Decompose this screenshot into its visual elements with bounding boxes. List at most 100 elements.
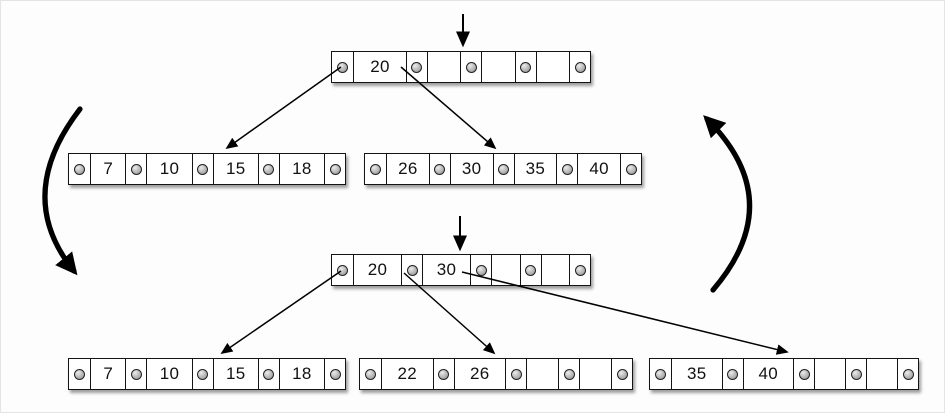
pointer-dot-icon	[655, 368, 666, 380]
pointer-dot-icon	[130, 163, 142, 175]
pointer-dot-icon	[574, 61, 586, 73]
pointer-dot-icon	[329, 368, 341, 380]
pointer-dot-icon	[525, 264, 537, 276]
link-before-root-to-left-child	[225, 66, 342, 150]
key-cell: 30	[449, 154, 493, 184]
key-cell: 10	[146, 359, 191, 389]
pointer-cell	[611, 359, 632, 389]
pointer-dot-icon	[438, 368, 450, 380]
pointer-dot-icon	[370, 163, 381, 175]
pointer-dot-icon	[625, 163, 637, 175]
key-cell: 15	[212, 154, 258, 184]
pointer-dot-icon	[337, 61, 348, 73]
key-cell	[526, 359, 558, 389]
pointer-cell	[492, 154, 514, 184]
key-cell: 20	[353, 52, 406, 82]
node-before-right-child: 26 30 35 40	[364, 153, 642, 185]
pointer-cell	[569, 255, 590, 285]
pointer-cell	[324, 359, 345, 389]
pointer-cell	[470, 255, 491, 285]
pointer-dot-icon	[727, 368, 739, 380]
key-cell	[491, 255, 520, 285]
node-before-left-child: 7 10 15 18	[68, 153, 346, 185]
key-cell: 20	[353, 255, 401, 285]
pointer-dot-icon	[574, 264, 586, 276]
pointer-cell	[257, 359, 279, 389]
pointer-cell	[845, 359, 866, 389]
pointer-dot-icon	[197, 163, 209, 175]
pointer-dot-icon	[434, 163, 446, 175]
key-cell	[426, 52, 460, 82]
pointer-cell	[191, 154, 213, 184]
pointer-dot-icon	[465, 61, 477, 73]
key-cell: 7	[90, 359, 125, 389]
key-cell: 15	[212, 359, 258, 389]
pointer-dot-icon	[902, 368, 914, 380]
node-root-before: 20	[331, 51, 591, 83]
pointer-dot-icon	[850, 368, 862, 380]
key-cell: 26	[453, 359, 506, 389]
pointer-dot-icon	[520, 61, 532, 73]
key-cell: 40	[742, 359, 794, 389]
pointer-cell	[650, 359, 671, 389]
pointer-dot-icon	[475, 264, 487, 276]
pointer-dot-icon	[365, 368, 376, 380]
pointer-dot-icon	[616, 368, 628, 380]
pointer-cell	[505, 359, 526, 389]
pointer-cell	[897, 359, 918, 389]
pointer-cell	[793, 359, 814, 389]
pointer-cell	[556, 154, 577, 184]
key-cell: 26	[386, 154, 429, 184]
key-cell: 35	[513, 154, 557, 184]
node-after-middle-child: 22 26	[359, 358, 633, 390]
key-cell	[814, 359, 845, 389]
key-cell	[535, 52, 569, 82]
key-cell	[579, 359, 611, 389]
pointer-dot-icon	[411, 61, 423, 73]
pointer-cell	[69, 359, 90, 389]
pointer-dot-icon	[263, 368, 275, 380]
pointer-dot-icon	[74, 368, 85, 380]
key-cell: 7	[90, 154, 125, 184]
pointer-cell	[401, 255, 422, 285]
pointer-dot-icon	[197, 368, 209, 380]
pointer-cell	[125, 154, 146, 184]
pointer-dot-icon	[263, 163, 275, 175]
pointer-dot-icon	[498, 163, 509, 175]
pointer-cell	[257, 154, 279, 184]
pointer-cell	[514, 52, 536, 82]
pointer-cell	[191, 359, 213, 389]
pointer-dot-icon	[406, 264, 418, 276]
node-root-after: 20 30	[331, 254, 591, 286]
pointer-cell	[69, 154, 90, 184]
key-cell	[540, 255, 570, 285]
key-cell: 18	[278, 359, 324, 389]
key-cell: 10	[146, 154, 191, 184]
pointer-dot-icon	[329, 163, 341, 175]
pointer-cell	[332, 52, 353, 82]
pointer-cell	[558, 359, 579, 389]
pointer-cell	[569, 52, 590, 82]
pointer-dot-icon	[74, 163, 85, 175]
key-cell: 22	[381, 359, 433, 389]
pointer-cell	[125, 359, 146, 389]
key-cell	[481, 52, 514, 82]
key-cell	[866, 359, 897, 389]
cycle-arrow-left-down-icon	[42, 106, 83, 276]
link-after-root-to-left-child	[220, 270, 342, 355]
pointer-cell	[432, 359, 454, 389]
node-after-right-child: 35 40	[649, 358, 919, 390]
pointer-dot-icon	[510, 368, 522, 380]
pointer-cell	[360, 359, 381, 389]
pointer-dot-icon	[798, 368, 810, 380]
pointer-cell	[324, 154, 345, 184]
pointer-dot-icon	[337, 264, 348, 276]
pointer-dot-icon	[561, 163, 573, 175]
cycle-arrow-right-up-icon	[703, 115, 753, 293]
key-cell: 30	[422, 255, 470, 285]
pointer-dot-icon	[130, 368, 142, 380]
key-cell: 35	[671, 359, 722, 389]
pointer-cell	[460, 52, 481, 82]
pointer-cell	[428, 154, 450, 184]
